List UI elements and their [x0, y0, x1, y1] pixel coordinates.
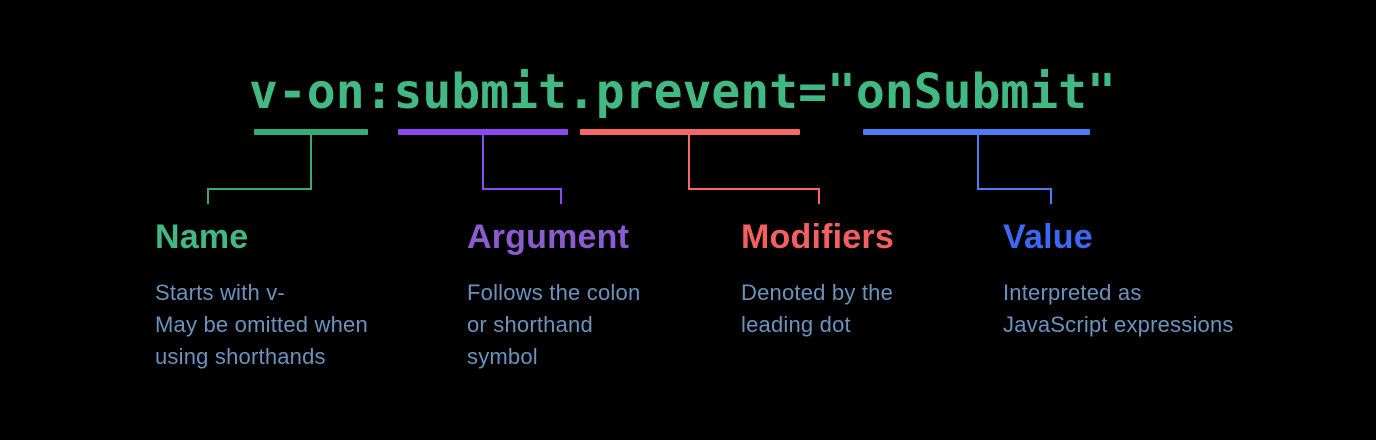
value-label: Value — [1003, 218, 1093, 256]
modifiers-connector-drop — [818, 188, 820, 204]
name-description: Starts with v- May be omitted when using… — [155, 280, 368, 369]
name-label: Name — [155, 218, 249, 256]
name-connector-horizontal — [207, 188, 312, 190]
name-connector-vertical — [310, 135, 312, 189]
argument-connector-horizontal — [482, 188, 562, 190]
name-underline-bar — [254, 129, 368, 135]
modifiers-underline-bar — [580, 129, 800, 135]
value-connector-horizontal — [977, 188, 1052, 190]
modifiers-connector-vertical — [688, 135, 690, 189]
argument-connector-vertical — [482, 135, 484, 189]
modifiers-label: Modifiers — [741, 218, 894, 256]
value-description: Interpreted as JavaScript expressions — [1003, 280, 1234, 337]
value-underline-bar — [863, 129, 1090, 135]
argument-underline-bar — [398, 129, 568, 135]
argument-connector-drop — [560, 188, 562, 204]
argument-description: Follows the colon or shorthand symbol — [467, 280, 641, 369]
code-snippet: v-on:submit.prevent="onSubmit" — [249, 64, 1116, 120]
argument-label: Argument — [467, 218, 630, 256]
value-connector-vertical — [977, 135, 979, 189]
modifiers-description: Denoted by the leading dot — [741, 280, 894, 337]
value-connector-drop — [1050, 188, 1052, 204]
modifiers-connector-horizontal — [688, 188, 820, 190]
name-connector-drop — [207, 188, 209, 204]
